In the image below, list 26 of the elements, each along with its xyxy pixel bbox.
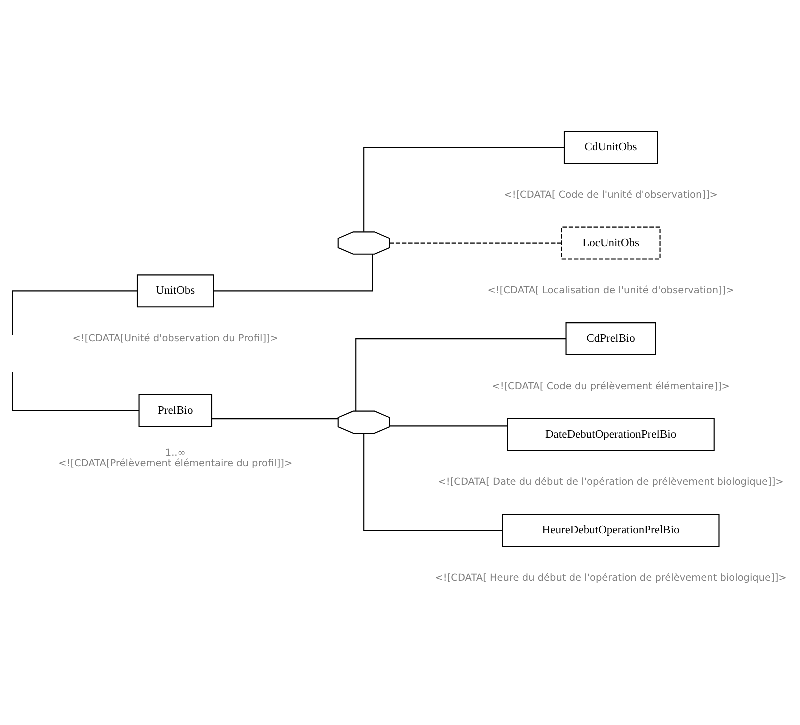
connector	[364, 146, 564, 232]
node-box: LocUnitObs	[561, 226, 661, 260]
node-label: 1..∞	[165, 447, 186, 458]
connector	[212, 418, 338, 420]
connector	[12, 372, 140, 411]
connector	[390, 242, 562, 244]
connector	[390, 425, 508, 426]
node-label: <![CDATA[ Code de l'unité d'observation]]>	[504, 189, 718, 200]
node-octagon	[338, 410, 390, 434]
connector	[356, 338, 566, 411]
connector	[214, 254, 374, 292]
node-label: <![CDATA[ Date du début de l'opération de prélèvement biologique]]>	[438, 476, 784, 488]
connector	[12, 290, 138, 335]
node-box: HeureDebutOperationPrelBio	[502, 514, 720, 547]
node-label: <![CDATA[ Localisation de l'unité d'observation]]>	[488, 285, 734, 296]
node-label: <![CDATA[Prélèvement élémentaire du profil]]>	[58, 458, 293, 470]
connector	[364, 433, 503, 531]
node-box: DateDebutOperationPrelBio	[507, 418, 715, 451]
node-octagon	[338, 231, 390, 254]
node-label: <![CDATA[ Code du prélèvement élémentaire]]>	[492, 380, 730, 392]
node-box: UnitObs	[136, 274, 214, 308]
node-label: <![CDATA[Unité d'observation du Profil]]>	[72, 333, 279, 344]
node-box: PrelBio	[138, 394, 213, 427]
node-box: CdPrelBio	[566, 322, 656, 356]
node-label: <![CDATA[ Heure du début de l'opération de prélèvement biologique]]>	[435, 572, 787, 584]
node-box: CdUnitObs	[564, 130, 658, 164]
